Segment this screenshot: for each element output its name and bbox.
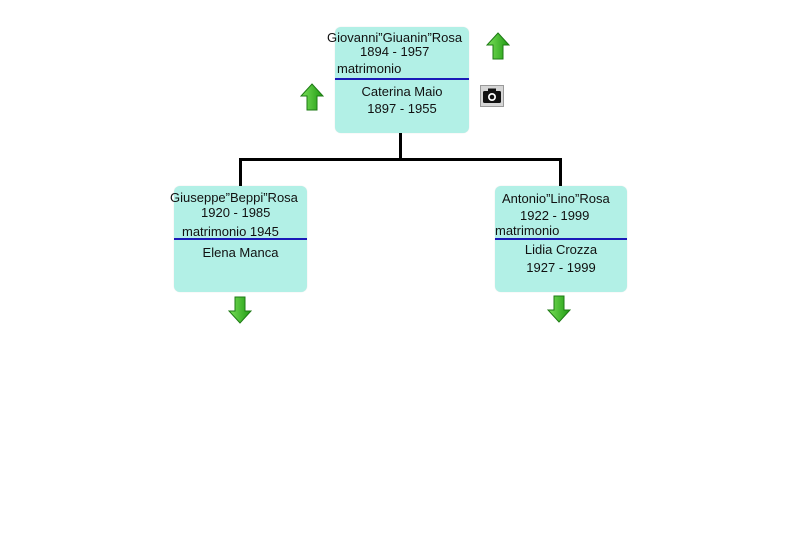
- child-marriage-label: matrimonio 1945: [182, 224, 279, 239]
- down-arrow-icon[interactable]: [228, 296, 252, 324]
- child-person-name: Antonio”Lino”Rosa: [502, 191, 610, 206]
- root-spouse-name: Caterina Maio: [361, 84, 443, 99]
- connector-horizontal: [239, 158, 562, 161]
- root-spouse-years: 1897 - 1955: [367, 101, 437, 116]
- connector-left-drop: [239, 158, 242, 187]
- root-person-years: 1894 - 1957: [360, 44, 430, 59]
- down-arrow-icon[interactable]: [547, 295, 571, 323]
- child-spouse-years: 1927 - 1999: [526, 260, 596, 275]
- child-person-years: 1920 - 1985: [201, 205, 271, 220]
- child-marriage-divider: [495, 238, 627, 240]
- up-arrow-icon[interactable]: [300, 83, 324, 111]
- connector-trunk: [399, 133, 402, 159]
- child-person-years: 1922 - 1999: [520, 208, 590, 223]
- camera-icon[interactable]: [480, 85, 504, 107]
- root-marriage-label: matrimonio: [337, 61, 402, 76]
- child-person-name: Giuseppe”Beppi”Rosa: [170, 190, 298, 205]
- connector-right-drop: [559, 158, 562, 187]
- root-marriage-divider: [335, 78, 469, 80]
- child-marriage-divider: [174, 238, 307, 240]
- up-arrow-icon[interactable]: [486, 32, 510, 60]
- child-spouse-name: Elena Manca: [202, 245, 279, 260]
- child-couple-card[interactable]: Giuseppe”Beppi”Rosa 1920 - 1985 matrimon…: [170, 186, 307, 292]
- child-couple-card[interactable]: Antonio”Lino”Rosa 1922 - 1999 matrimonio…: [495, 186, 627, 292]
- root-couple-card[interactable]: Giovanni”Giuanin”Rosa 1894 - 1957 matrim…: [327, 27, 469, 133]
- child-spouse-name: Lidia Crozza: [524, 242, 598, 257]
- root-person-name: Giovanni”Giuanin”Rosa: [327, 30, 463, 45]
- child-marriage-label: matrimonio: [495, 223, 560, 238]
